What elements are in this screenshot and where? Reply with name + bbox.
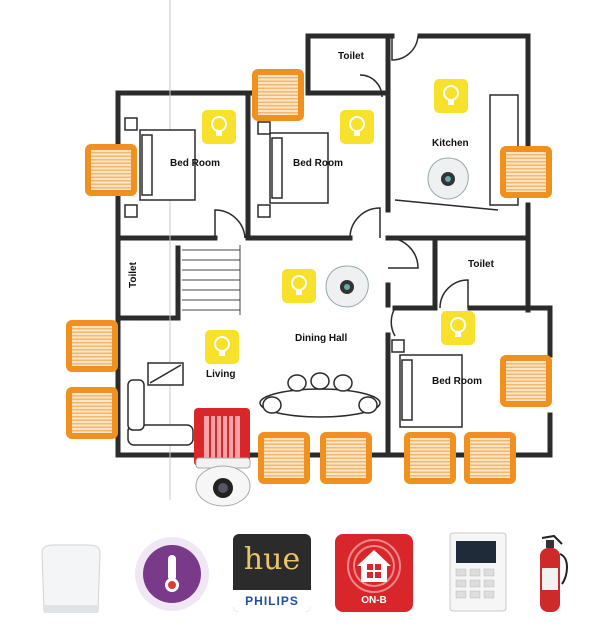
thermostat-icon[interactable]	[36, 543, 106, 615]
philips-wordmark: PHILIPS	[245, 594, 299, 608]
light-bulb-icon[interactable]	[202, 110, 236, 144]
hue-wordmark: hue	[243, 542, 301, 577]
room-label-bed-room-1: Bed Room	[170, 158, 220, 169]
room-label-toilet-top: Toilet	[338, 51, 364, 62]
window-blind-icon[interactable]	[258, 432, 310, 484]
window-blind-icon[interactable]	[66, 320, 118, 372]
alarm-keypad-icon[interactable]	[440, 531, 516, 613]
window-blind-icon[interactable]	[500, 355, 552, 407]
fisheye-camera-icon[interactable]	[424, 155, 472, 201]
temperature-sensor-icon[interactable]	[133, 535, 211, 613]
dome-camera-icon[interactable]	[192, 456, 254, 508]
room-label-living: Living	[206, 369, 236, 380]
light-bulb-icon[interactable]	[205, 330, 239, 364]
window-blind-icon[interactable]	[500, 146, 552, 198]
living-furniture	[127, 362, 194, 446]
fisheye-camera-icon[interactable]	[322, 263, 372, 309]
light-bulb-icon[interactable]	[282, 269, 316, 303]
philips-hue-logo[interactable]: hue PHILIPS	[233, 534, 311, 612]
light-bulb-icon[interactable]	[434, 79, 468, 113]
room-label-kitchen: Kitchen	[432, 138, 469, 149]
beds	[124, 117, 463, 428]
light-bulb-icon[interactable]	[340, 110, 374, 144]
alarm-siren-icon[interactable]	[192, 406, 252, 468]
walls	[115, 33, 553, 458]
room-label-bed-room-3: Bed Room	[432, 376, 482, 387]
room-label-dining-hall: Dining Hall	[295, 333, 348, 344]
window-blind-icon[interactable]	[404, 432, 456, 484]
window-blind-icon[interactable]	[85, 144, 137, 196]
house-icon	[347, 539, 401, 593]
window-blind-icon[interactable]	[464, 432, 516, 484]
onb-wordmark: ON-B	[361, 595, 387, 606]
light-bulb-icon[interactable]	[441, 311, 475, 345]
room-label-toilet-left: Toilet	[128, 262, 139, 288]
window-blind-icon[interactable]	[252, 69, 304, 121]
window-blind-icon[interactable]	[66, 387, 118, 439]
doors	[214, 35, 469, 337]
staircase	[182, 245, 241, 315]
fire-extinguisher-icon[interactable]	[528, 532, 574, 614]
room-label-bed-room-2: Bed Room	[293, 158, 343, 169]
onb-alarm-logo[interactable]: ON-B	[335, 534, 413, 612]
dining-table	[259, 372, 381, 418]
room-label-toilet-right: Toilet	[468, 259, 494, 270]
window-blind-icon[interactable]	[320, 432, 372, 484]
